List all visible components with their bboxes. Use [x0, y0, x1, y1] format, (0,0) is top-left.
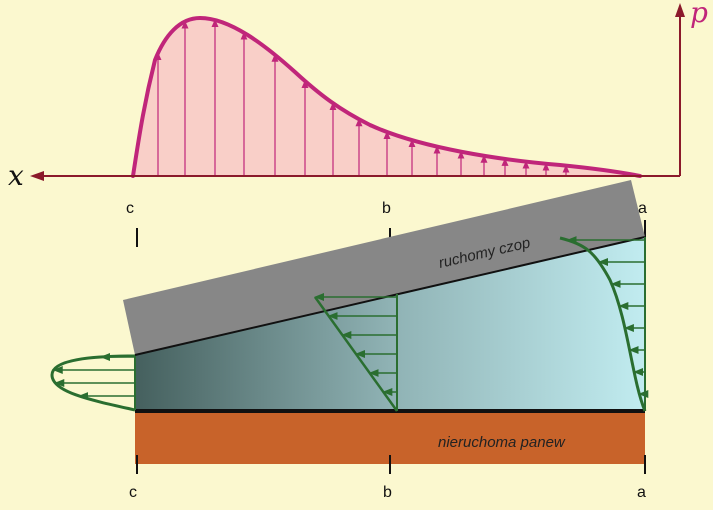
- point-label-c-bottom: c: [129, 484, 137, 501]
- velocity-profile-c: [50, 353, 136, 412]
- point-label-a-top: a: [638, 200, 647, 217]
- pressure-area: [133, 18, 640, 176]
- velocity-arrows-a: [566, 236, 649, 411]
- velocity-profile-a: [559, 236, 649, 412]
- point-label-b-top: b: [382, 200, 391, 217]
- point-label-c-top: c: [126, 200, 134, 217]
- journal-surface: [134, 236, 646, 356]
- velocity-profile-b: [313, 293, 399, 412]
- pressure-diagram: [131, 15, 642, 178]
- pressure-curve: [131, 15, 642, 178]
- pressure-arrows: [154, 19, 570, 176]
- p-axis-label: p: [690, 0, 708, 29]
- point-label-a-bottom: a: [637, 484, 646, 501]
- x-axis-label: x: [8, 159, 24, 192]
- fixed-bearing-label: nieruchoma panew: [438, 434, 566, 451]
- velocity-arrows-b: [314, 293, 397, 396]
- oil-wedge: [135, 237, 645, 410]
- moving-journal: [123, 180, 645, 355]
- velocity-curve-c: [50, 354, 136, 412]
- velocity-arrows-c: [52, 353, 135, 400]
- point-label-b-bottom: b: [383, 484, 392, 501]
